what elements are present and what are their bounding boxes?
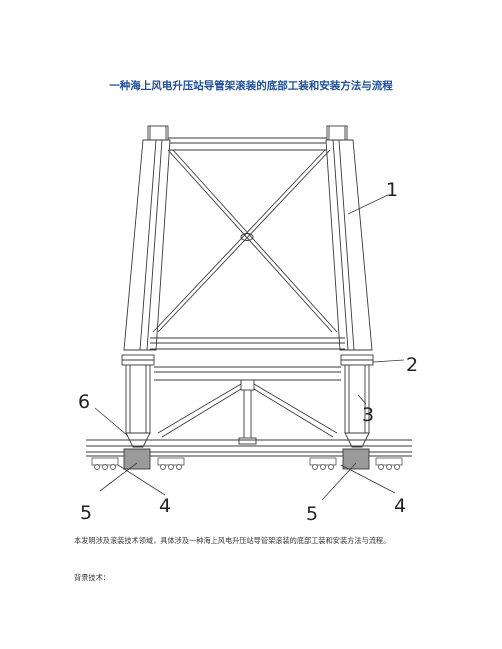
support-columns — [125, 364, 370, 448]
leader-lines — [94, 194, 405, 501]
intro-paragraph: 本发明涉及滚装技术领域，具体涉及一种海上风电升压站导管架滚装的底部工装和安装方法… — [74, 536, 391, 545]
callout-4-right: 4 — [394, 495, 406, 517]
document-title: 一种海上风电升压站导管架滚装的底部工装和安装方法与流程 — [109, 80, 393, 92]
callout-labels: 1 2 3 4 5 6 5 4 — [78, 179, 418, 525]
callout-6: 6 — [78, 391, 90, 413]
right-leg — [325, 125, 373, 351]
support-beam — [154, 366, 341, 381]
top-frame — [150, 137, 345, 151]
center-bracing — [157, 379, 338, 445]
x-bracing — [152, 149, 338, 333]
jacket-structure-figure: 1 2 3 4 5 6 5 4 — [78, 125, 418, 525]
roller-bogies — [91, 457, 403, 470]
cap-plates — [121, 354, 374, 366]
callout-4-left: 4 — [159, 495, 171, 517]
callout-5-right: 5 — [306, 503, 318, 525]
callout-2: 2 — [406, 354, 418, 376]
section-heading-background: 背景技术： — [74, 573, 110, 582]
callout-3: 3 — [362, 404, 374, 426]
callout-1: 1 — [386, 179, 398, 201]
left-leg — [123, 125, 171, 351]
callout-5-left: 5 — [80, 502, 92, 524]
lower-frame — [150, 337, 345, 350]
skid-blocks — [123, 448, 370, 470]
